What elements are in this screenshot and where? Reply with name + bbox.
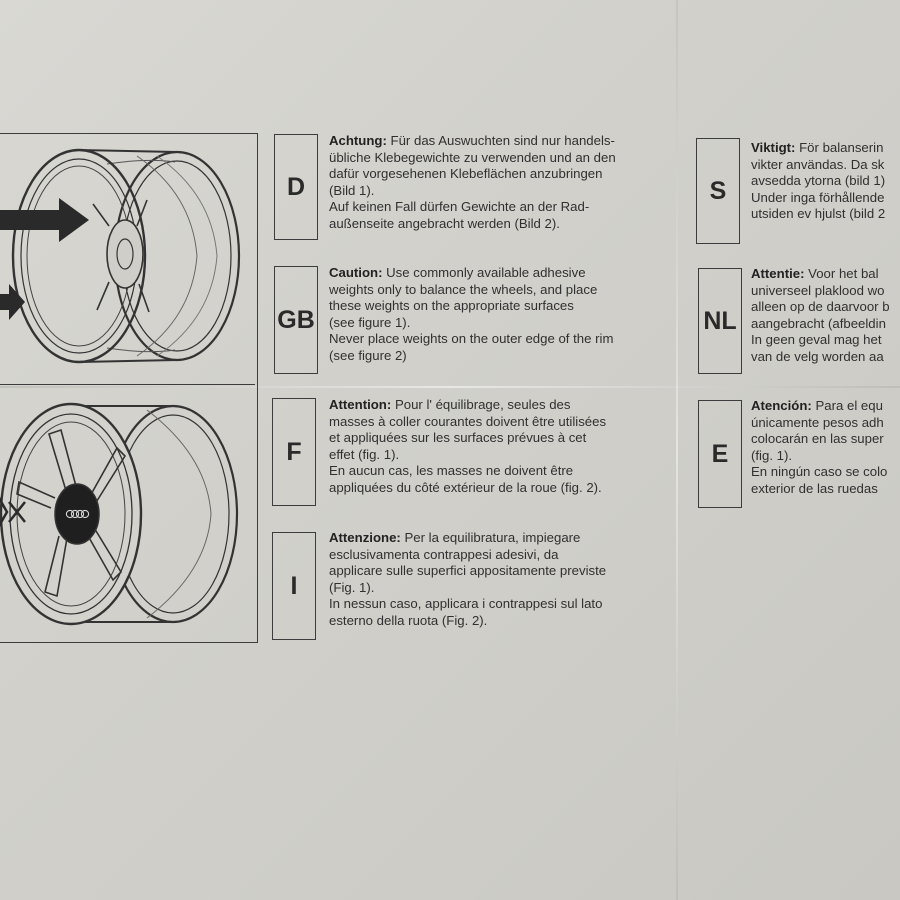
figure-divider <box>0 384 255 385</box>
language-code-s: S <box>696 138 740 244</box>
language-code-nl: NL <box>698 268 742 374</box>
section-s-text: Viktigt: För balanserin vikter användas.… <box>751 140 886 222</box>
section-d-heading: Achtung: <box>329 133 387 148</box>
language-code-e: E <box>698 400 742 508</box>
paper-fold-horizontal <box>0 386 900 388</box>
section-d-text: Achtung: Für das Auswuchten sind nur han… <box>329 133 616 231</box>
section-f-heading: Attention: <box>329 397 392 412</box>
language-code-f: F <box>272 398 316 506</box>
section-s-heading: Viktigt: <box>751 140 796 155</box>
section-e-heading: Atención: <box>751 398 812 413</box>
audi-rings-icon <box>65 509 90 519</box>
wheel-figure-2 <box>0 402 239 626</box>
section-i-heading: Attenzione: <box>329 530 401 545</box>
section-e-text: Atención: Para el equ únicamente pesos a… <box>751 398 888 496</box>
paper-fold-vertical <box>676 0 678 900</box>
figure-panel <box>0 133 258 643</box>
section-nl-text: Attentie: Voor het bal universeel plaklo… <box>751 266 890 364</box>
section-gb-heading: Caution: <box>329 265 383 280</box>
language-code-i: I <box>272 532 316 640</box>
section-gb-text: Caution: Use commonly available adhesive… <box>329 265 614 363</box>
section-nl-heading: Attentie: <box>751 266 805 281</box>
wheel-figure-1 <box>0 148 241 364</box>
section-i-text: Attenzione: Per la equilibratura, impieg… <box>329 530 607 628</box>
language-code-gb: GB <box>274 266 318 374</box>
section-f-text: Attention: Pour l' équilibrage, seules d… <box>329 397 607 495</box>
language-code-d: D <box>274 134 318 240</box>
